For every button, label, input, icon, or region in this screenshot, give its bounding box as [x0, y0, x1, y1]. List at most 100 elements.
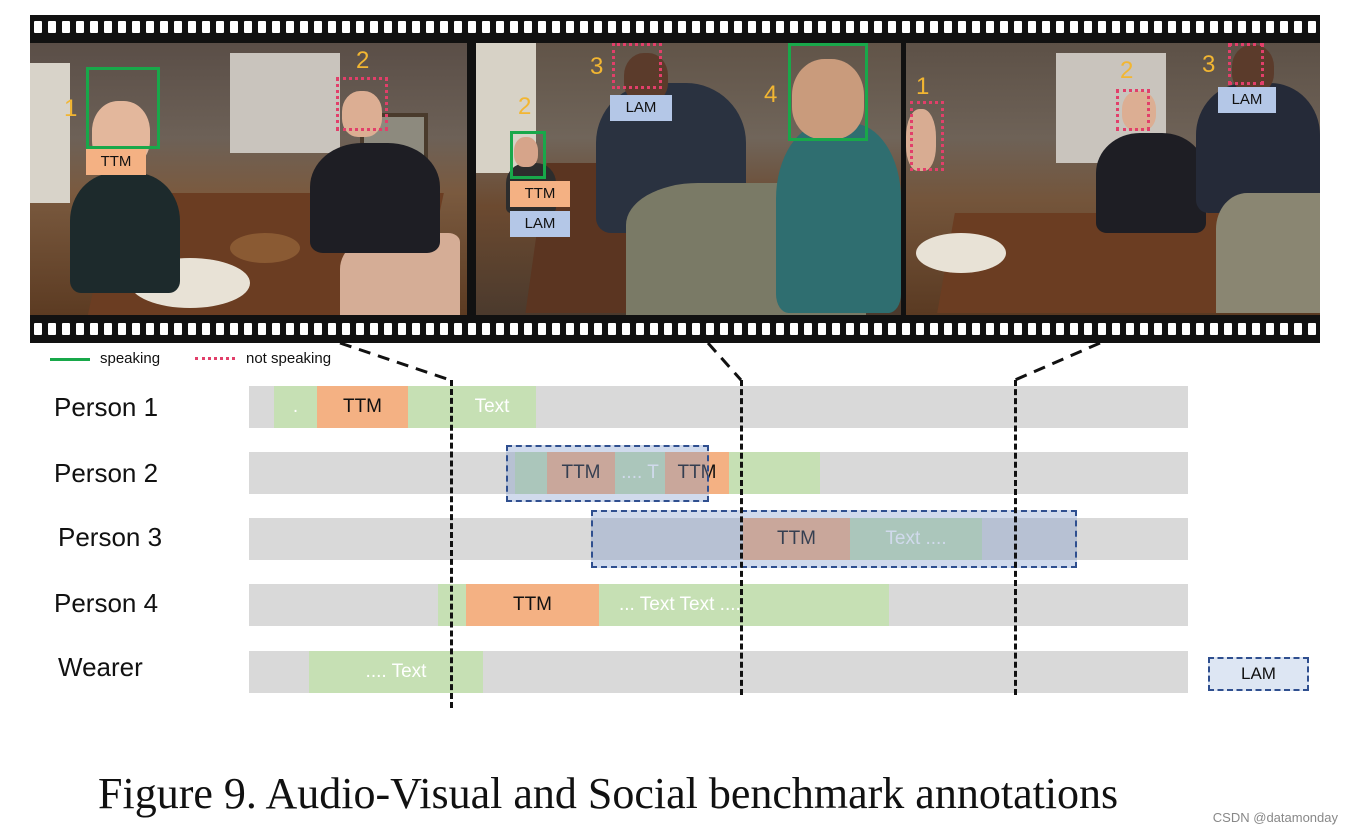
film-perforation — [1056, 21, 1064, 33]
text-segment — [515, 452, 547, 494]
film-perforation — [930, 323, 938, 335]
film-perforation — [1000, 323, 1008, 335]
ttm-segment: TTM — [665, 452, 729, 494]
film-perforation — [272, 323, 280, 335]
film-perforation — [594, 323, 602, 335]
film-perforation — [1140, 323, 1148, 335]
legend-speaking-swatch — [50, 358, 90, 361]
film-perforation — [328, 21, 336, 33]
not-speaking-box-person-3 — [612, 43, 662, 89]
text-segment — [729, 452, 820, 494]
connector-frame-3 — [1014, 341, 1101, 382]
film-perforation — [1140, 21, 1148, 33]
film-perforation — [90, 323, 98, 335]
film-perforation — [230, 323, 238, 335]
film-perforation — [1308, 323, 1316, 335]
film-perforation — [202, 323, 210, 335]
film-perforation — [286, 323, 294, 335]
ttm-tag: TTM — [510, 181, 570, 207]
lam-tag: LAM — [510, 211, 570, 237]
film-perforation — [160, 21, 168, 33]
film-perforation — [692, 21, 700, 33]
film-perforation — [944, 323, 952, 335]
film-perforation — [1280, 21, 1288, 33]
film-perforation — [132, 323, 140, 335]
film-perforation — [174, 21, 182, 33]
film-perforation — [384, 323, 392, 335]
film-perforation — [216, 323, 224, 335]
film-perforation — [1028, 323, 1036, 335]
film-perforation — [748, 21, 756, 33]
film-perforation — [566, 21, 574, 33]
film-perforation — [482, 323, 490, 335]
film-perforation — [650, 323, 658, 335]
film-perforation — [1098, 21, 1106, 33]
film-perforation — [1154, 21, 1162, 33]
lam-region-person-3 — [591, 510, 1077, 568]
film-perforation — [958, 323, 966, 335]
film-perforation — [846, 21, 854, 33]
film-perforation — [1182, 21, 1190, 33]
row-label-person-3: Person 3 — [58, 522, 163, 552]
legend-not-speaking-label: not speaking — [246, 350, 332, 367]
film-perforation — [1280, 323, 1288, 335]
film-perforation — [818, 323, 826, 335]
film-perforation — [286, 21, 294, 33]
row-label-person-1: Person 1 — [54, 392, 159, 422]
film-perforation — [1042, 21, 1050, 33]
film-perforation — [356, 21, 364, 33]
film-perforation — [510, 21, 518, 33]
row-label-person-2: Person 2 — [54, 458, 159, 488]
film-perforation — [832, 21, 840, 33]
film-perforation — [76, 21, 84, 33]
film-perforation — [804, 323, 812, 335]
ttm-segment: TTM — [547, 452, 615, 494]
ttm-tag: TTM — [86, 149, 146, 175]
film-perforation — [48, 21, 56, 33]
frame-1-photo — [30, 43, 467, 315]
not-speaking-box-person-2 — [1116, 89, 1150, 131]
film-perforation — [1070, 323, 1078, 335]
film-perforation — [342, 21, 350, 33]
film-perforation — [454, 323, 462, 335]
film-perforation — [538, 21, 546, 33]
film-perforation — [664, 323, 672, 335]
film-perforation — [216, 21, 224, 33]
film-perforation — [118, 323, 126, 335]
person-id-2: 2 — [1120, 57, 1134, 84]
film-perforation — [188, 21, 196, 33]
figure-caption: Figure 9. Audio-Visual and Social benchm… — [98, 769, 1119, 818]
film-perforation — [762, 323, 770, 335]
film-perforation — [34, 21, 42, 33]
time-cursor-frame-2 — [740, 380, 743, 695]
film-perforation — [580, 21, 588, 33]
film-perforation — [972, 323, 980, 335]
film-perforation — [412, 21, 420, 33]
film-perforation — [300, 21, 308, 33]
video-frame-1: 1 TTM 2 — [30, 43, 467, 315]
not-speaking-box-person-1 — [910, 101, 944, 171]
film-perforation — [706, 323, 714, 335]
film-perforation — [552, 21, 560, 33]
film-perforation — [1224, 323, 1232, 335]
film-perforation — [524, 323, 532, 335]
lam-tag: LAM — [610, 95, 672, 121]
film-perforation — [790, 323, 798, 335]
film-perforation — [608, 323, 616, 335]
speaking-box-person-2 — [510, 131, 546, 179]
film-perforations-top — [30, 21, 1320, 35]
film-perforation — [804, 21, 812, 33]
film-perforation — [1252, 21, 1260, 33]
film-perforation — [48, 323, 56, 335]
film-perforation — [748, 323, 756, 335]
film-perforation — [160, 323, 168, 335]
film-perforation — [874, 323, 882, 335]
film-perforation — [244, 21, 252, 33]
film-perforation — [1294, 323, 1302, 335]
film-perforation — [608, 21, 616, 33]
film-perforation — [650, 21, 658, 33]
film-perforation — [986, 21, 994, 33]
film-perforation — [622, 21, 630, 33]
film-perforation — [454, 21, 462, 33]
row-label-person-4: Person 4 — [54, 588, 159, 618]
